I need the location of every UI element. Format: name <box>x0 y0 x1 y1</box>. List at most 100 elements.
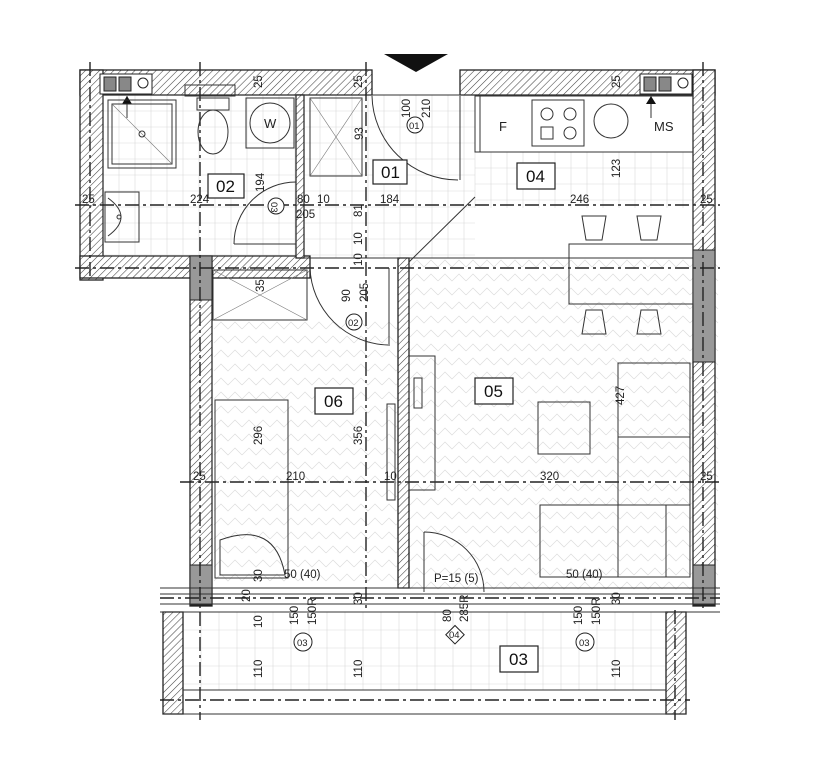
svg-text:30: 30 <box>611 592 623 605</box>
svg-text:30: 30 <box>253 569 265 582</box>
svg-text:25: 25 <box>611 75 623 88</box>
svg-text:110: 110 <box>353 660 365 678</box>
svg-text:194: 194 <box>255 172 267 192</box>
svg-text:210: 210 <box>421 99 433 118</box>
svg-text:25: 25 <box>193 471 206 483</box>
svg-text:427: 427 <box>615 386 627 405</box>
door-02-swing <box>309 267 390 346</box>
svg-text:03: 03 <box>297 638 308 649</box>
hall-diagonal <box>408 196 476 263</box>
door-tag-01: 01 <box>406 116 424 134</box>
svg-text:150: 150 <box>573 606 585 625</box>
svg-text:296: 296 <box>253 426 265 445</box>
svg-text:110: 110 <box>253 660 265 678</box>
svg-text:03: 03 <box>509 650 528 669</box>
svg-text:224: 224 <box>190 194 210 206</box>
svg-text:20: 20 <box>241 589 253 602</box>
svg-text:205: 205 <box>359 283 371 302</box>
washer-label: W <box>264 116 277 131</box>
svg-text:10: 10 <box>353 253 365 266</box>
svg-text:50 (40): 50 (40) <box>566 569 603 581</box>
svg-text:285R: 285R <box>459 595 471 623</box>
room-label-05: 05 <box>474 377 514 405</box>
room-label-01: 01 <box>372 159 408 185</box>
room-label-04: 04 <box>516 162 556 190</box>
door-tag-03-right: 03 <box>575 632 595 652</box>
svg-text:03: 03 <box>579 638 590 649</box>
kitchen-counter: F MS <box>474 95 694 153</box>
svg-text:02: 02 <box>348 318 359 329</box>
svg-text:25: 25 <box>353 75 365 88</box>
svg-text:04: 04 <box>526 167 545 186</box>
svg-text:123: 123 <box>611 159 623 178</box>
door-tag-04: 04 <box>445 624 465 645</box>
kitchen-sink-icon <box>593 103 629 139</box>
svg-text:320: 320 <box>540 471 559 483</box>
door-tag-03-left: 03 <box>293 632 313 652</box>
ms-label: MS <box>654 119 674 134</box>
svg-text:06: 06 <box>324 392 343 411</box>
door-03-bath-swing <box>233 181 297 245</box>
svg-text:P=15 (5): P=15 (5) <box>434 573 479 585</box>
svg-text:25: 25 <box>253 75 265 88</box>
vent-shaft-right-icon <box>639 73 693 118</box>
dimension-labels: 25 25 25 100 210 93 123 25 224 194 80 10… <box>82 75 713 678</box>
svg-text:10: 10 <box>384 471 397 483</box>
vent-shaft-left-icon <box>99 73 153 118</box>
bedroom-wardrobe-icon <box>212 269 308 321</box>
floor-parquet <box>213 259 719 590</box>
svg-text:10: 10 <box>253 615 265 628</box>
svg-text:100: 100 <box>401 99 413 118</box>
svg-text:246: 246 <box>570 194 589 206</box>
svg-text:90: 90 <box>341 289 353 302</box>
svg-text:10: 10 <box>317 194 330 206</box>
svg-text:35: 35 <box>255 279 267 292</box>
svg-text:25: 25 <box>700 194 713 206</box>
svg-text:25: 25 <box>700 471 713 483</box>
washing-machine-icon: W <box>245 97 295 149</box>
svg-text:205: 205 <box>296 209 315 221</box>
svg-text:184: 184 <box>380 194 400 206</box>
svg-text:01: 01 <box>409 121 420 132</box>
svg-text:04: 04 <box>449 630 460 641</box>
room-label-02: 02 <box>207 173 245 199</box>
fridge-label: F <box>499 119 507 134</box>
tv-unit-icon <box>408 355 436 491</box>
svg-text:80: 80 <box>442 609 454 622</box>
bed-icon <box>214 399 396 579</box>
svg-text:50 (40): 50 (40) <box>284 569 321 581</box>
svg-text:30: 30 <box>353 592 365 605</box>
svg-text:10: 10 <box>353 232 365 245</box>
svg-text:93: 93 <box>354 127 366 140</box>
svg-text:01: 01 <box>381 163 400 182</box>
svg-text:150R: 150R <box>591 598 603 626</box>
svg-text:110: 110 <box>611 660 623 678</box>
room-label-03: 03 <box>499 645 539 673</box>
toilet-icon <box>184 84 236 155</box>
svg-text:02: 02 <box>216 177 235 196</box>
svg-text:210: 210 <box>286 471 305 483</box>
svg-text:80: 80 <box>297 194 310 206</box>
svg-text:150R: 150R <box>307 598 319 626</box>
svg-text:05: 05 <box>484 382 503 401</box>
dining-table-icon <box>568 215 694 335</box>
door-04-balcony-swing <box>423 531 485 593</box>
door-tag-02: 02 <box>345 313 363 331</box>
svg-text:150: 150 <box>289 606 301 625</box>
svg-text:356: 356 <box>353 426 365 445</box>
cooktop-icon <box>531 99 585 147</box>
svg-text:03: 03 <box>268 202 279 213</box>
axis-lines <box>75 62 720 720</box>
room-label-06: 06 <box>314 387 354 415</box>
entrance-arrow-icon <box>384 54 448 72</box>
sink-icon <box>104 191 140 243</box>
shower-tray-icon <box>107 99 177 169</box>
door-tag-03-bath: 03 <box>267 197 285 215</box>
sofa-icon <box>539 362 691 578</box>
hall-wardrobe-icon <box>309 97 363 177</box>
svg-text:25: 25 <box>82 194 95 206</box>
door-01-swing <box>371 95 461 181</box>
coffee-table-icon <box>537 401 591 455</box>
svg-text:81: 81 <box>353 204 365 217</box>
